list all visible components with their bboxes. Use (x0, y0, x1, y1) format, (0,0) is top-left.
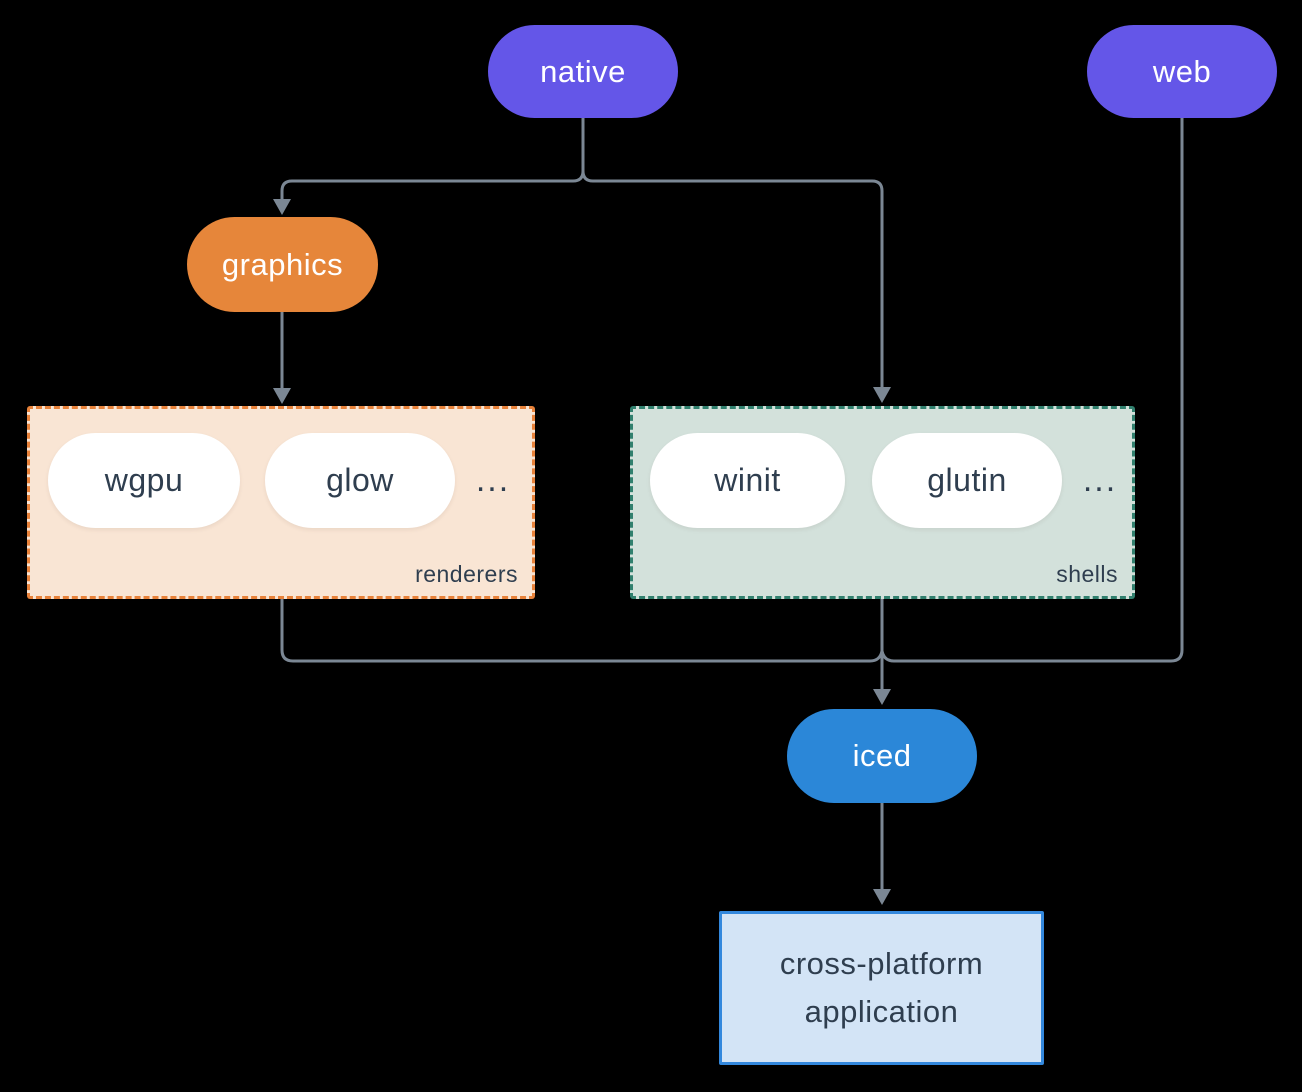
arrowhead-renderers (273, 388, 291, 404)
pill-glutin: glutin (872, 433, 1062, 528)
node-native: native (488, 25, 678, 118)
group-renderers-label: renderers (415, 561, 518, 587)
arrowhead-shells (873, 387, 891, 403)
node-native-label: native (540, 53, 626, 89)
pill-winit-label: winit (714, 462, 781, 498)
pill-wgpu: wgpu (48, 433, 240, 528)
connector-renderers-to-merge (280, 599, 884, 663)
node-web: web (1087, 25, 1277, 118)
pill-glutin-label: glutin (927, 462, 1007, 498)
node-graphics-label: graphics (221, 246, 344, 282)
node-app-label: cross-platform application (779, 945, 984, 1029)
pill-wgpu-label: wgpu (104, 462, 184, 498)
node-app: cross-platform application (719, 911, 1044, 1065)
connector-native-to-graphics (280, 170, 585, 199)
pill-glow: glow (265, 433, 455, 528)
pill-winit: winit (650, 433, 845, 528)
node-iced: iced (787, 709, 977, 803)
node-iced-label: iced (852, 738, 912, 773)
shells-ellipsis: ... (1082, 461, 1118, 499)
node-graphics: graphics (187, 217, 378, 312)
connector-native-to-shells (581, 170, 884, 387)
arrowhead-iced (873, 689, 891, 705)
renderers-ellipsis: ... (475, 461, 511, 499)
arrowhead-app (873, 889, 891, 905)
group-shells-label: shells (1056, 561, 1118, 587)
arrowhead-graphics (273, 199, 291, 215)
pill-glow-label: glow (326, 462, 394, 498)
node-web-label: web (1152, 53, 1212, 89)
